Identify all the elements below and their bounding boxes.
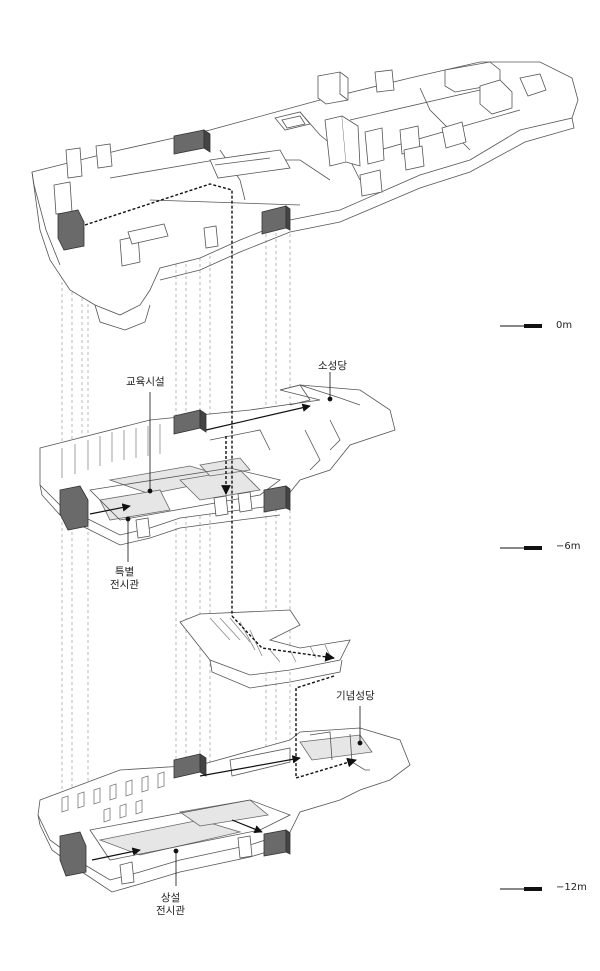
label-memorial-chapel: 기념성당 [336, 690, 375, 702]
label-special-exhibition: 특별 전시관 [110, 566, 139, 592]
label-special-exhibition-line1: 특별 [114, 566, 135, 578]
label-special-exhibition-line2: 전시관 [110, 579, 139, 591]
label-permanent-exhibition: 상설 전시관 [156, 892, 185, 918]
solid-route-arrows [89, 403, 311, 861]
level-scale-bars [500, 324, 542, 891]
level-label-0m: 0m [556, 320, 573, 331]
label-education-facility: 교육시설 [126, 376, 165, 388]
label-permanent-exhibition-line1: 상설 [160, 892, 181, 904]
level-label-minus-12m: −12m [556, 882, 587, 893]
label-small-chapel: 소성당 [318, 360, 347, 372]
stair-block [179, 609, 351, 689]
circulation-route [84, 183, 357, 779]
level-minus-6 [39, 384, 396, 546]
level-ground [31, 61, 579, 331]
level-minus-12 [37, 727, 411, 893]
label-permanent-exhibition-line2: 전시관 [156, 905, 185, 917]
leader-lines [125, 372, 363, 886]
level-label-minus-6m: −6m [556, 541, 581, 552]
